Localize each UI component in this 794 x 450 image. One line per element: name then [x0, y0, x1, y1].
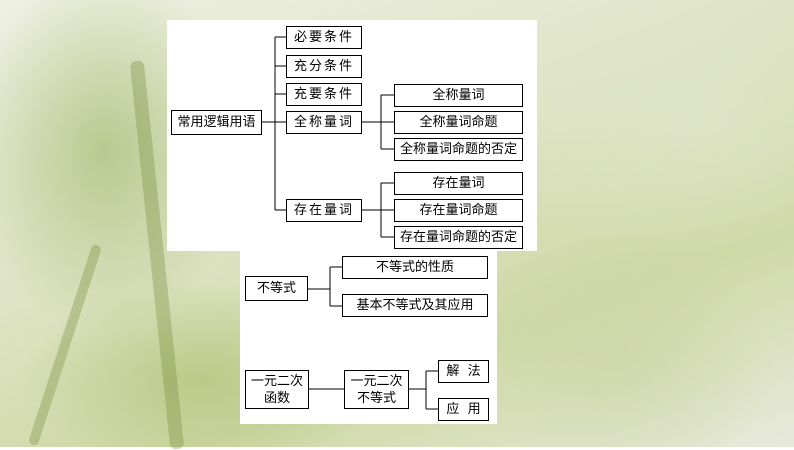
- universal-quantifier: 全称量词: [394, 84, 523, 107]
- quadratic-function-line-1: 一元二次: [250, 373, 303, 389]
- quadratic-function-line-2: 函数: [263, 390, 290, 406]
- branch-existential-quantifier: 存在量词: [286, 199, 362, 222]
- universal-proposition-negation: 全称量词命题的否定: [394, 138, 523, 161]
- solution-method: 解 法: [438, 360, 489, 383]
- branch-universal-quantifier: 全称量词: [286, 111, 362, 134]
- root-node: 常用逻辑用语: [171, 110, 262, 135]
- application: 应 用: [438, 398, 489, 421]
- inequality-properties: 不等式的性质: [342, 256, 488, 279]
- quadratic-inequality-line-1: 一元二次: [350, 373, 403, 389]
- quadratic-inequality-line-2: 不等式: [356, 390, 396, 406]
- existential-proposition: 存在量词命题: [394, 199, 523, 222]
- inequality-node: 不等式: [245, 276, 308, 301]
- universal-proposition: 全称量词命题: [394, 111, 523, 134]
- branch-sufficient-condition: 充分条件: [286, 55, 362, 78]
- existential-proposition-negation: 存在量词命题的否定: [394, 226, 523, 249]
- branch-necessary-sufficient-condition: 充要条件: [286, 83, 362, 106]
- quadratic-function-node: 一元二次 函数: [245, 370, 309, 409]
- branch-necessary-condition: 必要条件: [286, 26, 362, 49]
- existential-quantifier: 存在量词: [394, 172, 523, 195]
- basic-inequality-applications: 基本不等式及其应用: [342, 294, 488, 317]
- quadratic-inequality-node: 一元二次 不等式: [344, 370, 409, 409]
